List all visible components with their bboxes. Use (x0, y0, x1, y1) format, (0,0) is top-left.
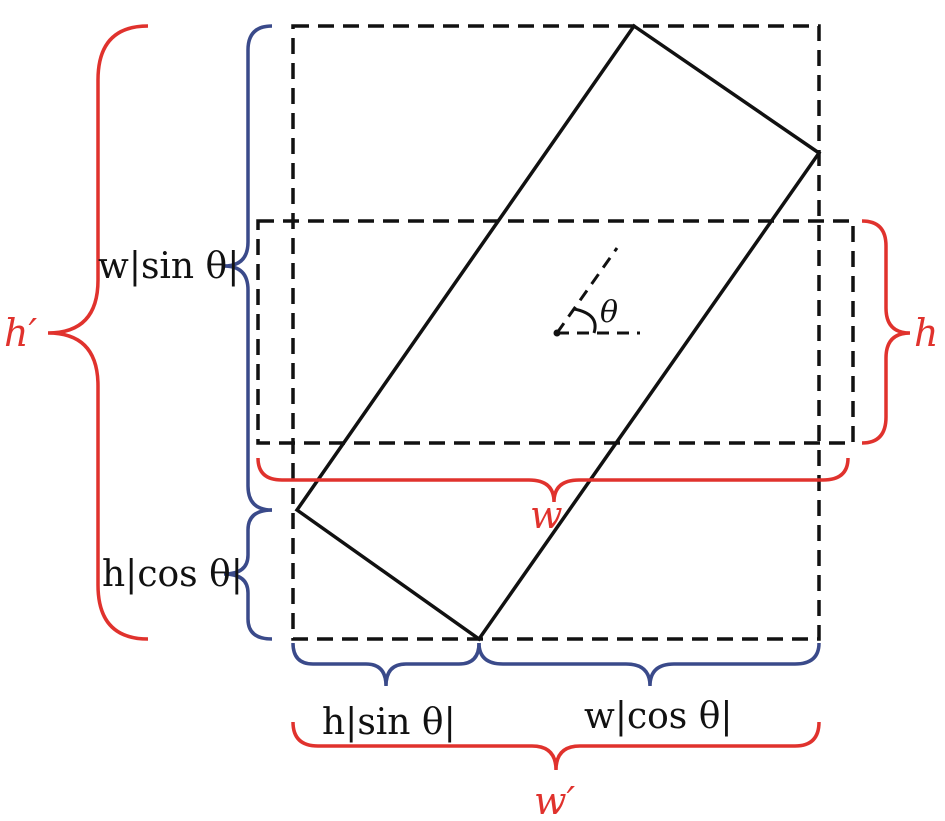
label-w-cos: w|cos θ| (584, 696, 733, 737)
angle-ray (555, 247, 619, 334)
h-sin-brace (291, 642, 481, 687)
outer-bounding-box (291, 24, 821, 641)
angle-arc (573, 307, 597, 334)
label-h: h (914, 311, 938, 355)
w-prime-brace (291, 721, 821, 771)
h-brace (861, 219, 911, 445)
h-prime-brace (47, 24, 149, 641)
w-cos-brace (477, 642, 821, 687)
label-w-sin: w|sin θ| (98, 246, 239, 287)
rotated-rectangle (294, 23, 822, 642)
w-sin-brace (223, 24, 273, 512)
label-theta: θ (600, 295, 618, 330)
label-w: w (530, 493, 563, 537)
original-rectangle (256, 219, 855, 445)
label-h-cos: h|cos θ| (102, 554, 243, 595)
w-brace (256, 457, 850, 503)
label-h-sin: h|sin θ| (322, 702, 456, 743)
angle-indicator (553, 247, 640, 337)
h-cos-brace (223, 508, 273, 641)
label-h-prime: h′ (4, 311, 37, 355)
label-w-prime: w′ (534, 779, 576, 821)
